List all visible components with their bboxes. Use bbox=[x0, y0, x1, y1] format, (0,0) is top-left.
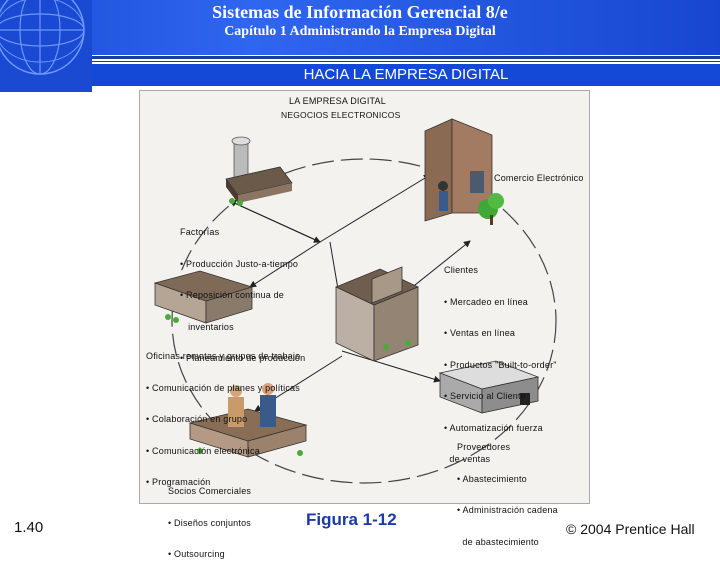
clients-item: • Servicio al Cliente bbox=[444, 391, 526, 401]
factories-title: Factorías bbox=[180, 227, 220, 237]
suppliers-item: • Abastecimiento bbox=[457, 473, 527, 484]
factories-item: • Producción Justo-a-tiempo bbox=[180, 258, 299, 269]
factories-block: Factorías • Producción Justo-a-tiempo • … bbox=[180, 206, 305, 385]
clients-item: • Productos "Built-to-order" bbox=[444, 359, 557, 370]
arrow-suppliers bbox=[341, 350, 441, 383]
clients-item: • Mercadeo en línea bbox=[444, 296, 529, 307]
suppliers-item: de abastecimiento bbox=[457, 536, 539, 547]
factory-illustration bbox=[225, 136, 293, 206]
page-title: Sistemas de Información Gerencial 8/e bbox=[212, 2, 508, 22]
suppliers-item: • Administración cadena bbox=[457, 505, 558, 515]
clients-item: de ventas bbox=[444, 454, 491, 464]
network-ring bbox=[171, 158, 557, 484]
diagram-heading: LA EMPRESA DIGITAL bbox=[289, 96, 386, 106]
copyright: © 2004 Prentice Hall bbox=[566, 521, 695, 537]
partners-block: Socios Comerciales • Diseños conjuntos •… bbox=[168, 465, 251, 581]
clients-item: • Ventas en línea bbox=[444, 328, 516, 338]
factories-item: • Planeamiento de producción bbox=[180, 353, 306, 363]
divider bbox=[92, 56, 720, 59]
clients-block: Clientes • Mercadeo en línea • Ventas en… bbox=[444, 244, 557, 486]
ecommerce-store-illustration bbox=[424, 118, 504, 225]
business-partners-illustration bbox=[188, 383, 308, 458]
figure-caption: Figura 1-12 bbox=[306, 510, 397, 529]
globe-icon bbox=[0, 0, 92, 92]
partners-item: • Diseños conjuntos bbox=[168, 517, 251, 528]
offices-title: Oficinas remotas y grupos de trabajo bbox=[146, 351, 301, 361]
supplier-warehouse-illustration bbox=[438, 360, 540, 414]
page-subtitle: Capítulo 1 Administrando la Empresa Digi… bbox=[224, 24, 496, 39]
arrow-offices bbox=[249, 241, 321, 288]
section-bar: HACIA LA EMPRESA DIGITAL bbox=[92, 64, 720, 86]
factories-item: inventarios bbox=[180, 321, 234, 332]
suppliers-block: Proveedores • Abastecimiento • Administr… bbox=[457, 421, 558, 568]
offices-item: • Colaboración en grupo bbox=[146, 414, 248, 424]
partners-title: Socios Comerciales bbox=[168, 486, 252, 496]
diagram-artwork bbox=[153, 118, 557, 484]
page-number: 1.40 bbox=[14, 519, 44, 536]
digital-enterprise-diagram: LA EMPRESA DIGITAL NEGOCIOS ELECTRONICOS… bbox=[139, 90, 590, 559]
remote-office-illustration bbox=[153, 270, 254, 324]
headquarters-illustration bbox=[335, 266, 419, 362]
suppliers-title: Proveedores bbox=[457, 442, 511, 452]
partners-item: • Outsourcing bbox=[168, 549, 225, 559]
offices-block: Oficinas remotas y grupos de trabajo • C… bbox=[146, 330, 300, 509]
factories-item: • Reposición continua de bbox=[180, 290, 285, 300]
ecommerce-label: Comercio Electrónico bbox=[494, 173, 584, 183]
divider bbox=[92, 61, 720, 62]
clients-title: Clientes bbox=[444, 265, 479, 275]
offices-item: • Comunicación de planes y políticas bbox=[146, 382, 300, 393]
arrow-ecommerce bbox=[319, 174, 431, 243]
header-bar bbox=[0, 0, 720, 55]
offices-item: • Comunicación electrónica bbox=[146, 445, 260, 456]
clients-item: • Automatización fuerza bbox=[444, 422, 543, 433]
diagram-subheading: NEGOCIOS ELECTRONICOS bbox=[281, 110, 401, 120]
section-title: HACIA LA EMPRESA DIGITAL bbox=[303, 66, 509, 83]
offices-item: • Programación bbox=[146, 477, 211, 487]
